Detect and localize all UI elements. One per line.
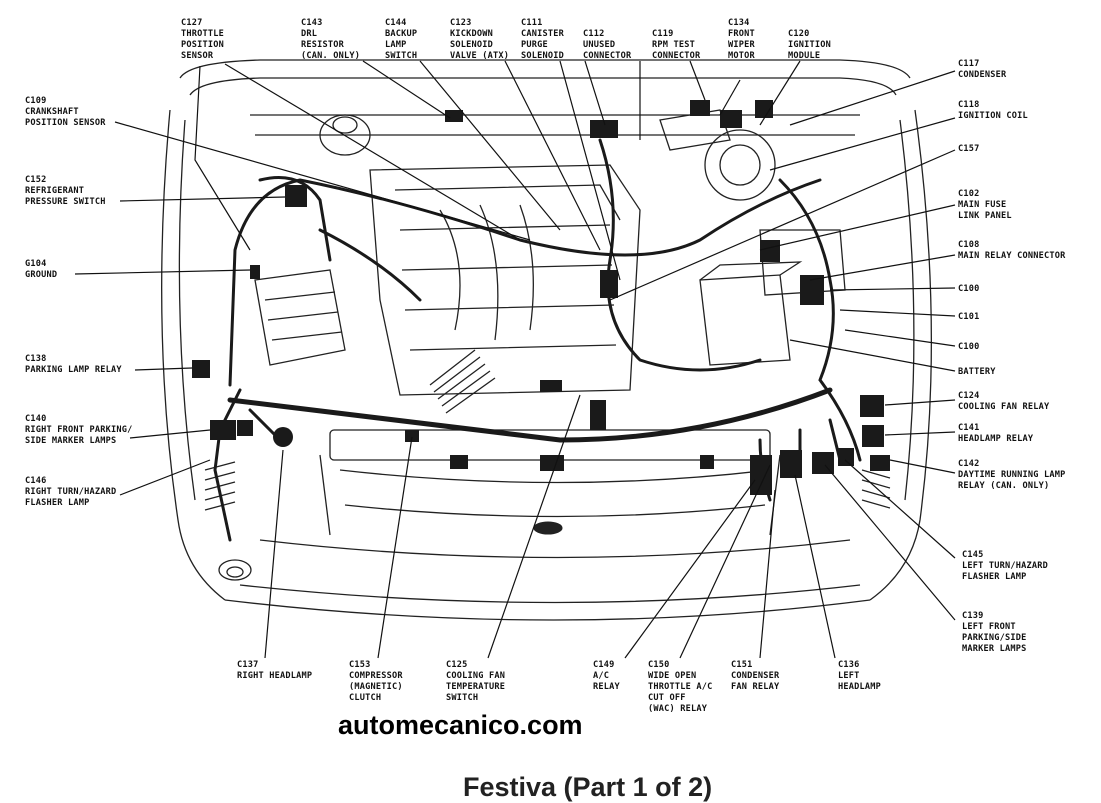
watermark-text: automecanico.com [338, 710, 583, 740]
leader-lines [74, 60, 956, 659]
label-c100-a: C100 [958, 284, 980, 294]
label-battery: BATTERY [958, 367, 996, 377]
label-c101: C101 [958, 312, 980, 322]
label-c157: C157 [958, 144, 980, 154]
label-c100-b: C100 [958, 342, 980, 352]
diagram-caption: Festiva (Part 1 of 2) [463, 772, 712, 802]
engine-bay-drawing [161, 59, 932, 621]
